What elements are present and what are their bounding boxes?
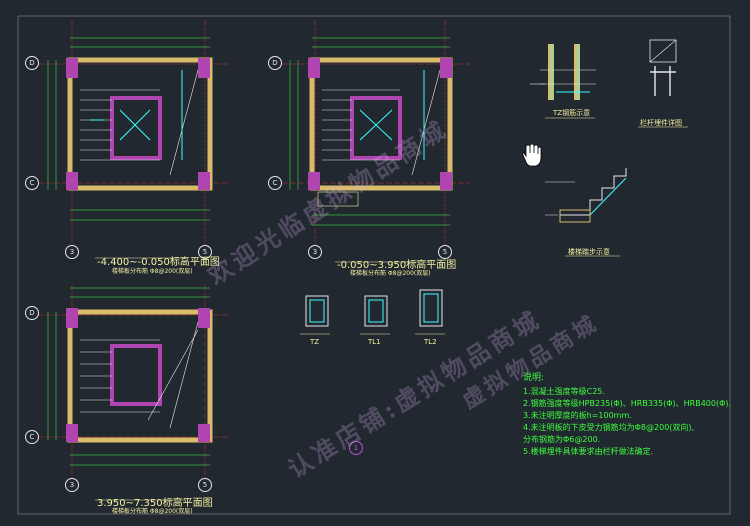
- step-detail-caption: 楼梯踏步示意: [568, 248, 610, 256]
- note-item: 5.楼梯埋件具体要求由栏杆做法确定.: [523, 447, 654, 456]
- plan-3-subcaption: 楼梯板分布筋 Φ8@200(双层): [112, 508, 193, 515]
- plan-2-caption: -0.050~3.950标高平面图: [337, 260, 457, 271]
- grid-bubble-5: 5: [198, 478, 212, 492]
- section-tl1: [360, 295, 390, 335]
- railing-embed-detail: [638, 39, 688, 128]
- grid-bubble-3: 3: [65, 478, 79, 492]
- grid-bubble-c: C: [25, 176, 39, 190]
- note-item: 分布钢筋为Φ6@200.: [523, 435, 601, 444]
- plan-2-subcaption: 楼梯板分布筋 Φ8@200(双层): [350, 270, 431, 277]
- notes-title: 说明:: [523, 373, 545, 383]
- plan-3-caption: 3.950~7.350标高平面图: [97, 498, 213, 509]
- section-tz-label: TZ: [310, 338, 320, 346]
- stair-plan-3: [38, 285, 230, 501]
- tz-detail-caption: TZ钢筋示意: [553, 109, 591, 117]
- stair-step-detail: [545, 168, 627, 257]
- section-tl1-label: TL1: [368, 338, 381, 346]
- grid-bubble-d: D: [268, 56, 282, 70]
- section-tl2: [415, 289, 445, 335]
- grid-bubble-c: C: [268, 176, 282, 190]
- grid-bubble-3: 3: [308, 245, 322, 259]
- stair-plan-1: [38, 20, 230, 259]
- grid-bubble-c: C: [25, 430, 39, 444]
- note-item: 2.钢筋强度等级HPB235(Φ)、HRB335(Φ)、HRB400(Φ).: [523, 399, 732, 408]
- general-notes: 说明: 1.混凝土强度等级C25. 2.钢筋强度等级HPB235(Φ)、HRB3…: [523, 372, 732, 458]
- plan-1-subcaption: 楼梯板分布筋 Φ8@200(双层): [112, 268, 193, 275]
- hand-cursor-icon: [522, 143, 542, 167]
- note-item: 1.混凝土强度等级C25.: [523, 387, 605, 396]
- detail-index-bubble: 1: [349, 441, 363, 455]
- section-tl2-label: TL2: [424, 338, 437, 346]
- note-item: 3.未注明厚度的板h=100mm.: [523, 411, 632, 420]
- tz-rebar-detail: [530, 44, 596, 119]
- grid-bubble-3: 3: [65, 245, 79, 259]
- railing-detail-caption: 栏杆埋件详图: [640, 119, 682, 127]
- note-item: 4.未注明板的下皮受力钢筋均为Φ8@200(双向),: [523, 423, 695, 432]
- stair-plan-2: [282, 20, 470, 263]
- grid-bubble-d: D: [25, 56, 39, 70]
- grid-bubble-d: D: [25, 306, 39, 320]
- grid-bubble-5: 5: [198, 245, 212, 259]
- section-tz: [300, 295, 330, 335]
- plan-1-caption: -4.400~-0.050标高平面图: [97, 257, 220, 268]
- grid-bubble-5: 5: [438, 245, 452, 259]
